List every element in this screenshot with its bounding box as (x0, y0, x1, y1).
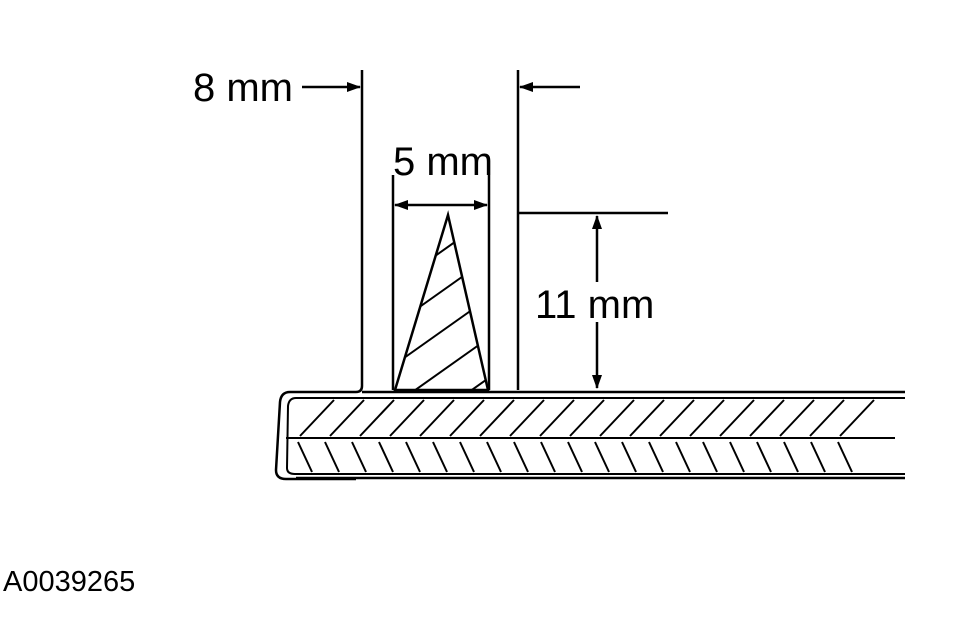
panel-assembly (274, 380, 905, 481)
label-5mm: 5 mm (393, 140, 493, 184)
dimension-8mm: 8 mm (193, 66, 580, 390)
lower-panel-hatch (297, 441, 853, 473)
label-8mm: 8 mm (193, 66, 293, 110)
upper-panel-hatch (299, 399, 875, 437)
dimension-5mm: 5 mm (391, 140, 493, 390)
sealant-bead (393, 210, 490, 392)
figure-id: A0039265 (3, 566, 135, 598)
dimension-11mm: 11 mm (518, 211, 668, 389)
label-11mm: 11 mm (535, 283, 654, 327)
